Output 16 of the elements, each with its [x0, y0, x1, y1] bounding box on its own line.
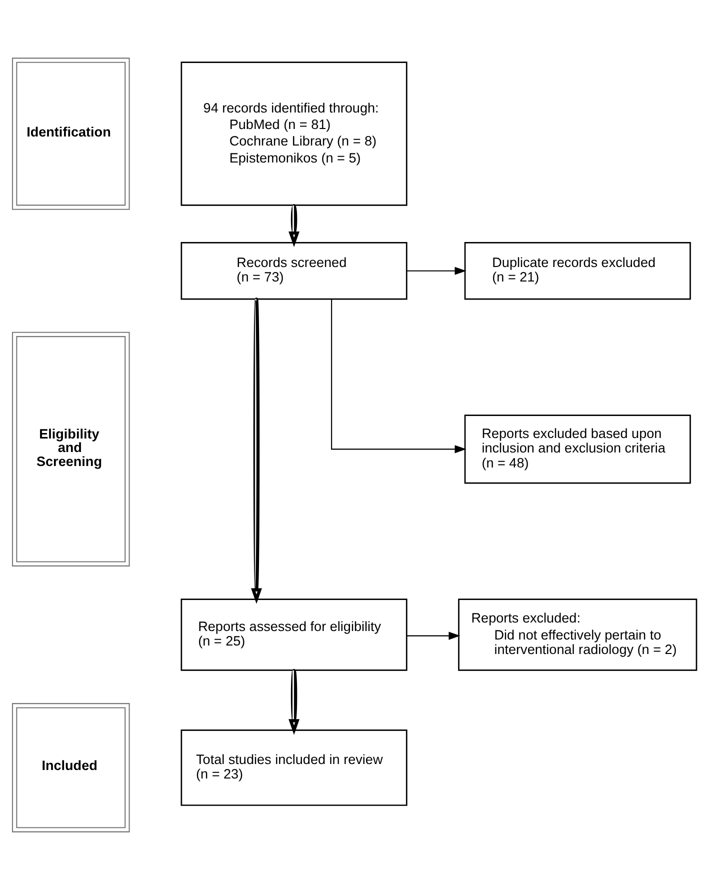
arrow	[406, 632, 460, 640]
node-box: Reports excluded: Did not effectively pertain to interventional radiology (n = 2)	[458, 598, 698, 671]
node-box: Reports assessed for eligibility (n = 25)	[180, 598, 408, 671]
node-box: Identification	[12, 58, 130, 210]
arrow	[406, 266, 466, 275]
node-box: 94 records identified through: PubMed (n = 81) Cochrane Library (n = 8) Epistemonikos (n = 5)	[180, 62, 408, 206]
arrow	[251, 299, 262, 604]
node-box: Total studies included in review (n = 23)	[180, 730, 408, 806]
node-box: Duplicate records excluded (n = 21)	[464, 242, 691, 300]
arrow	[331, 299, 466, 454]
node-box: Reports excluded based upon inclusion and exclusion criteria (n = 48)	[464, 414, 691, 484]
node-box: Included	[12, 703, 130, 832]
node-box: Eligibility and Screening	[12, 332, 130, 566]
node-box: Records screened (n = 73)	[180, 242, 408, 300]
arrow	[288, 204, 300, 248]
arrow	[288, 670, 300, 735]
